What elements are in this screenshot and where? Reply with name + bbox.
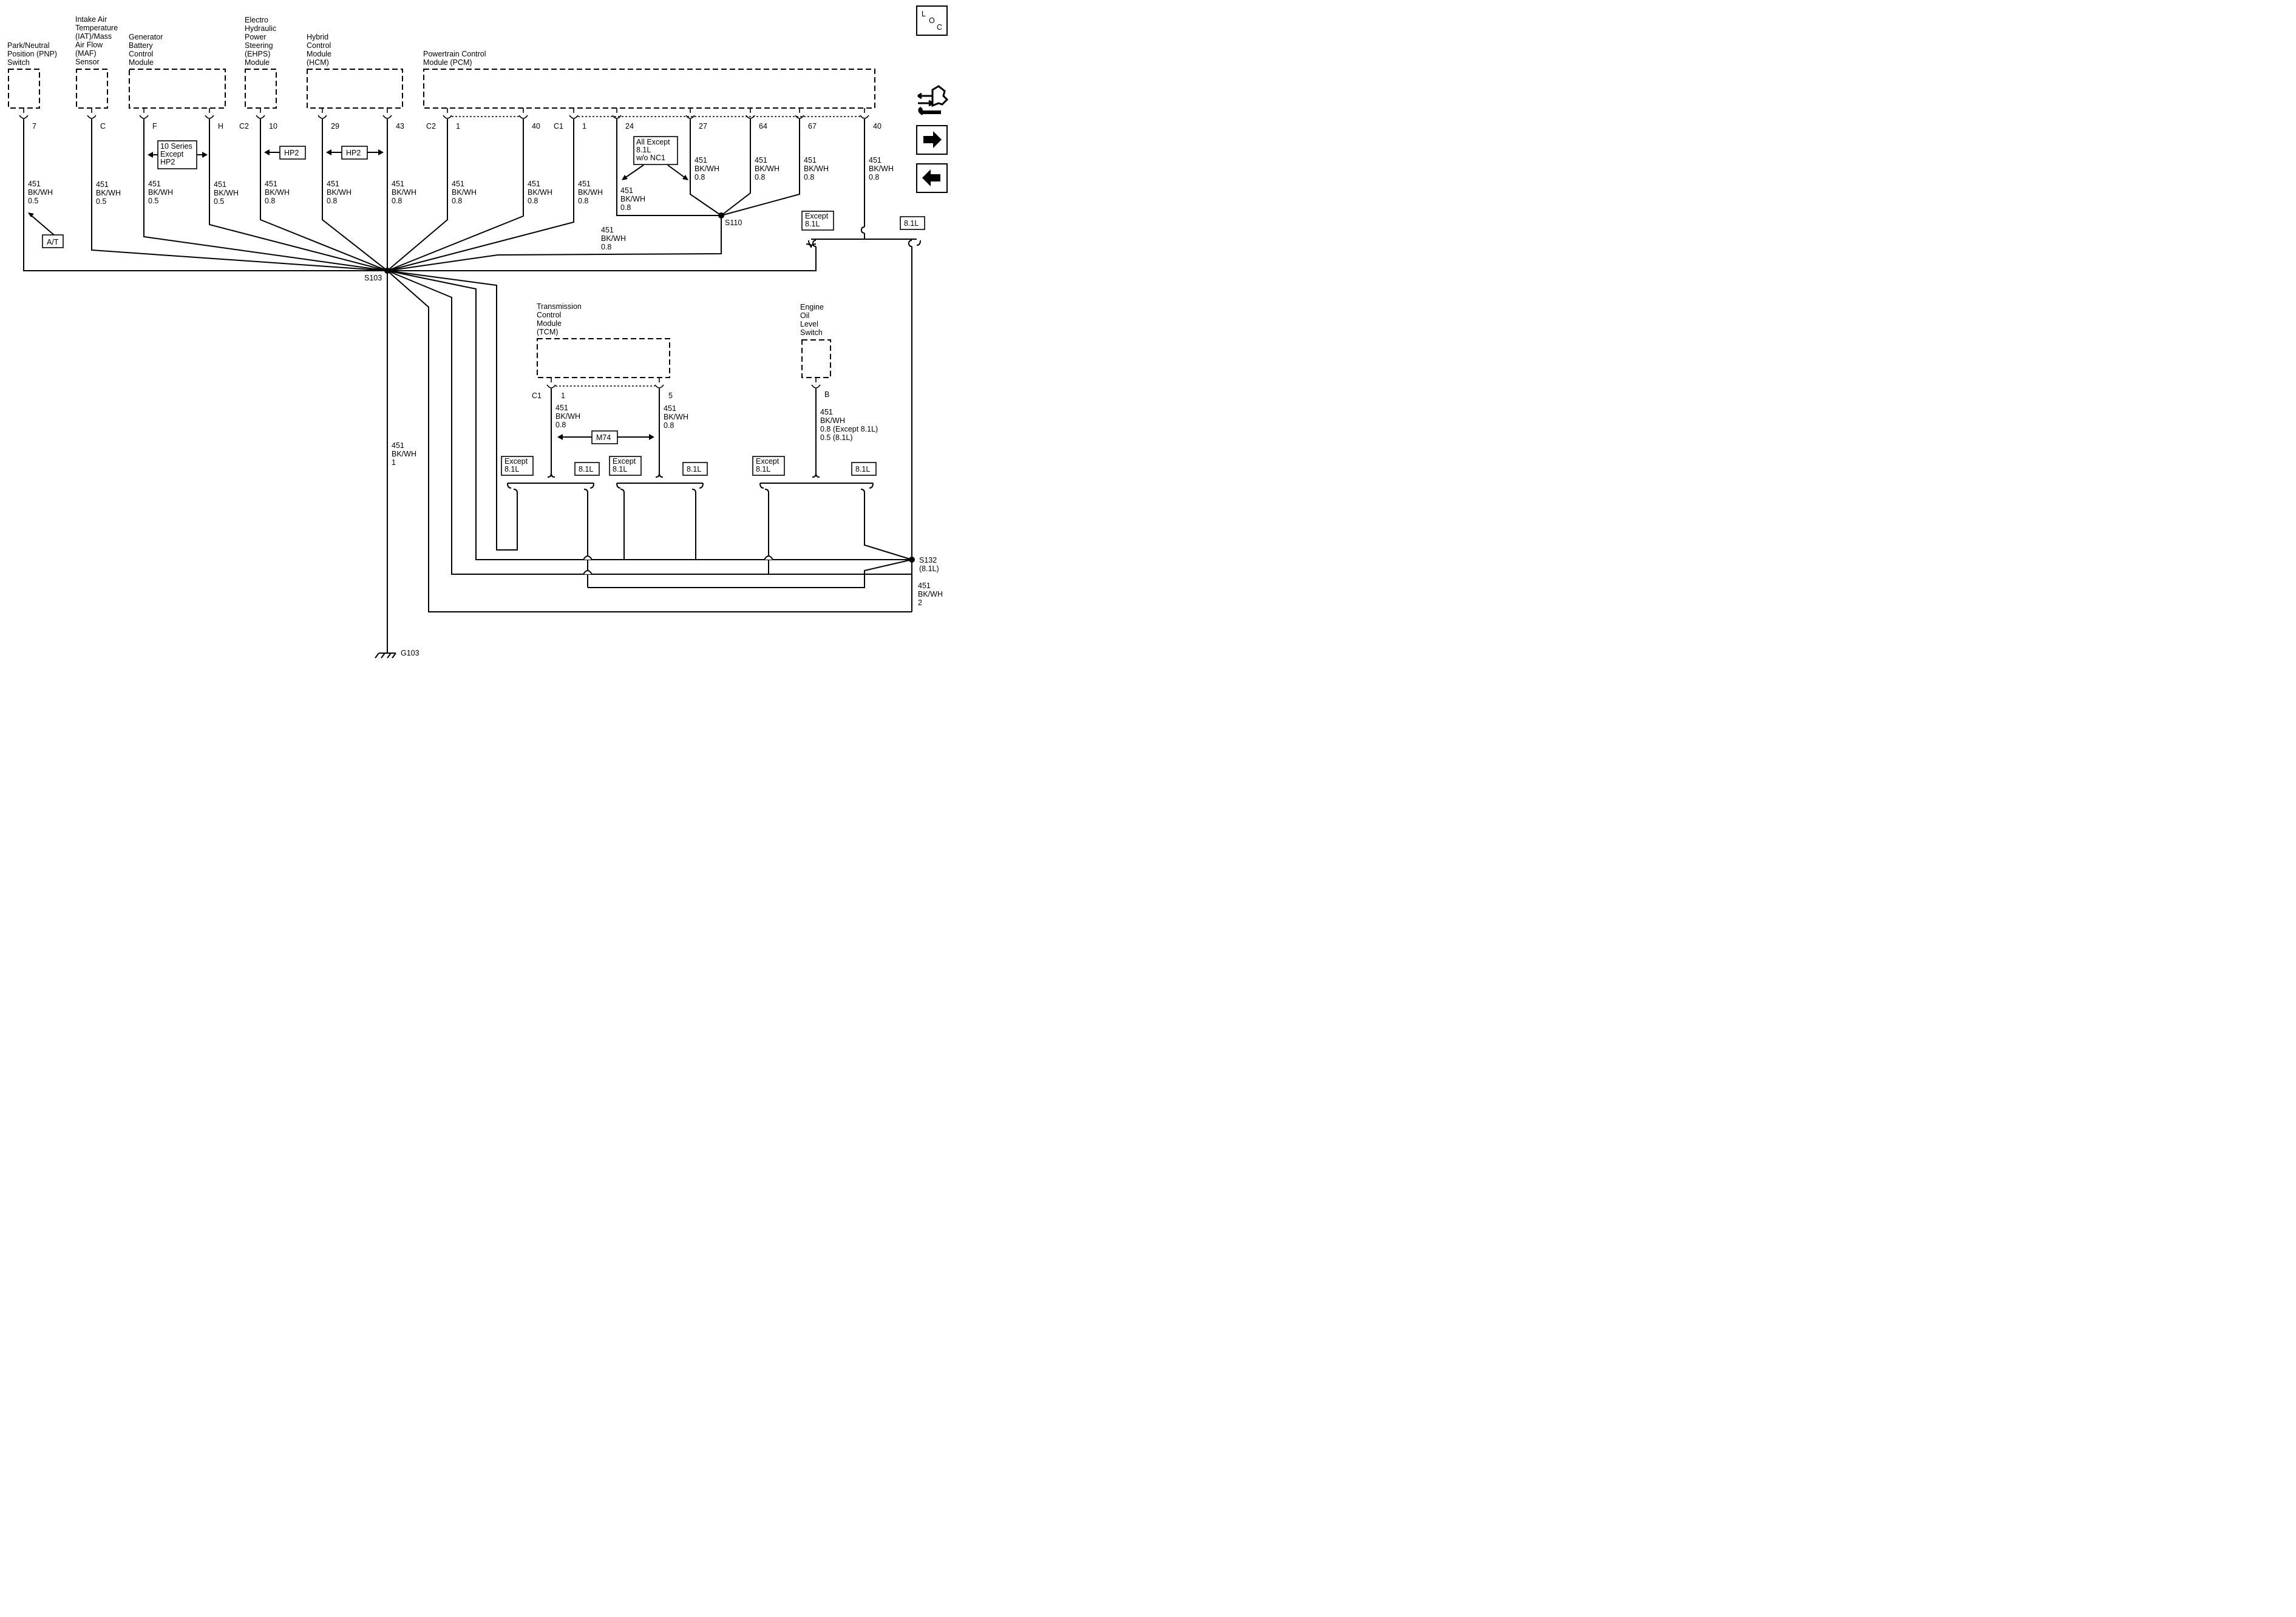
next-page-button[interactable] xyxy=(916,125,948,155)
pin-gbcm-h: H xyxy=(218,122,223,131)
ehps-module-box xyxy=(245,69,277,109)
splice-s103-label: S103 xyxy=(364,274,382,282)
wire-crossing-jumpers xyxy=(583,555,773,575)
hcm-box xyxy=(307,69,403,109)
pin-hcm-43: 43 xyxy=(396,122,404,131)
pin-iat-c: C xyxy=(100,122,106,131)
previous-page-button[interactable] xyxy=(916,163,948,193)
pnp-switch-box xyxy=(8,69,40,109)
conn-pcm-c1: C1 xyxy=(554,122,563,131)
pin-tcm-1: 1 xyxy=(561,392,565,400)
splice-s132-dot xyxy=(909,557,915,563)
conn-pcm-c2: C2 xyxy=(426,122,436,131)
arrow-right-icon xyxy=(923,131,942,148)
svg-text:O: O xyxy=(929,16,935,25)
pin-ehps-10: 10 xyxy=(269,122,277,131)
svg-text:L: L xyxy=(922,10,926,18)
pin-pcm-c2-40: 40 xyxy=(532,122,540,131)
pin-pcm-24: 24 xyxy=(625,122,634,131)
pin-gbcm-f: F xyxy=(152,122,157,131)
l81-label-3: 8.1L xyxy=(855,465,870,473)
l81-label-1: 8.1L xyxy=(579,465,593,473)
loc-button[interactable]: L O C xyxy=(916,5,948,36)
pcm-box xyxy=(423,69,875,109)
wires-lower xyxy=(387,270,912,612)
tcm-box xyxy=(537,338,670,378)
splice-s110-dot xyxy=(718,212,724,219)
splice-s110-label: S110 xyxy=(725,219,742,227)
ground-symbol xyxy=(375,653,396,659)
pin-tcm-5: 5 xyxy=(668,392,673,400)
wires-to-s103 xyxy=(23,119,917,653)
hp2-label-b: HP2 xyxy=(346,149,361,157)
wires-to-s110 xyxy=(616,119,800,216)
conn-tcm-c1: C1 xyxy=(532,392,542,400)
l81-label-top: 8.1L xyxy=(904,219,919,228)
pin-pcm-40: 40 xyxy=(873,122,881,131)
pin-pcm-c2-1: 1 xyxy=(456,122,460,131)
hp2-label-a: HP2 xyxy=(284,149,299,157)
connector-terminals xyxy=(19,108,869,388)
pin-pcm-c1-1: 1 xyxy=(582,122,586,131)
pin-pcm-27: 27 xyxy=(699,122,707,131)
ground-label: G103 xyxy=(401,649,419,657)
m74-label: M74 xyxy=(596,433,611,442)
pin-hcm-29: 29 xyxy=(331,122,339,131)
gbcm-box xyxy=(129,69,226,109)
splice-s103-dot xyxy=(384,268,390,274)
pin-pnp-7: 7 xyxy=(32,122,36,131)
at-label: A/T xyxy=(47,238,59,246)
eol-switch-box xyxy=(801,339,831,378)
pin-pcm-67: 67 xyxy=(808,122,817,131)
iat-maf-sensor-box xyxy=(76,69,108,109)
conn-ehps-c2: C2 xyxy=(239,122,249,131)
svg-text:C: C xyxy=(937,23,942,32)
arrow-left-icon xyxy=(922,169,940,186)
splice-s132-label: S132(8.1L) xyxy=(919,556,939,573)
option-terminals xyxy=(507,240,921,493)
connector-tool-icon[interactable] xyxy=(917,85,949,115)
l81-label-2: 8.1L xyxy=(687,465,701,473)
pin-pcm-64: 64 xyxy=(759,122,767,131)
pin-eol-b: B xyxy=(824,390,829,399)
